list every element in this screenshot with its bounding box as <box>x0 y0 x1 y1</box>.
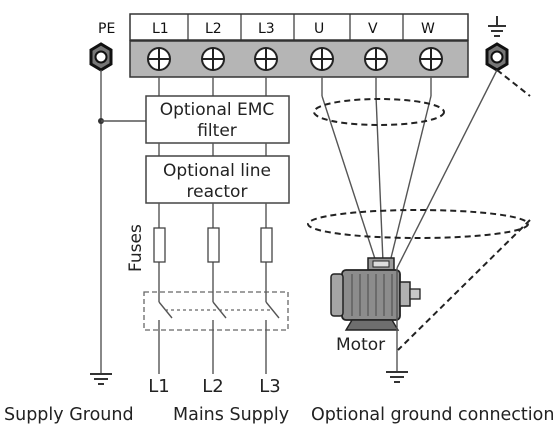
emc-filter-line-1: Optional EMC <box>160 100 275 120</box>
pe-conductor <box>98 70 146 374</box>
caption-supply-ground: Supply Ground <box>4 405 134 425</box>
supply-ground-symbol <box>90 373 112 385</box>
line-reactor-box: Optional line reactor <box>145 155 290 204</box>
caption-optional-ground: Optional ground connection <box>311 405 554 425</box>
screw-v-icon <box>364 47 388 71</box>
line-reactor-line-2: reactor <box>187 182 248 202</box>
motor-label: Motor <box>336 335 385 355</box>
emc-filter-box: Optional EMC filter <box>145 95 290 144</box>
ground-symbol-top <box>488 16 506 37</box>
terminal-label-l1: L1 <box>152 21 169 37</box>
supply-label-l1: L1 <box>148 376 169 397</box>
caption-mains-supply: Mains Supply <box>173 405 289 425</box>
terminal-label-l2: L2 <box>205 21 222 37</box>
motor-icon <box>330 257 421 331</box>
terminal-label-u: U <box>314 21 324 37</box>
screw-u-icon <box>310 47 334 71</box>
terminal-label-v: V <box>368 21 378 37</box>
motor-ground <box>386 219 531 383</box>
screw-l3-icon <box>254 47 278 71</box>
fuses-label: Fuses <box>126 224 146 272</box>
terminal-header: PE L1 L2 L3 U V W <box>98 13 469 41</box>
input-wires-low <box>158 203 267 292</box>
cable-shield-bottom <box>307 209 529 239</box>
screw-l2-icon <box>201 47 225 71</box>
fuses <box>153 227 273 263</box>
input-wires-top <box>158 77 267 96</box>
line-reactor-line-1: Optional line <box>163 161 271 181</box>
terminal-label-l3: L3 <box>258 21 275 37</box>
terminal-label-pe: PE <box>98 21 115 37</box>
motor-cable <box>321 69 531 269</box>
screw-w-icon <box>419 47 443 71</box>
fuse-l3-icon <box>260 227 273 263</box>
emc-filter-line-2: filter <box>197 121 237 141</box>
terminal-label-w: W <box>421 21 435 37</box>
supply-label-l2: L2 <box>202 376 223 397</box>
screw-l1-icon <box>147 47 171 71</box>
fuse-l2-icon <box>207 227 220 263</box>
fuse-l1-icon <box>153 227 166 263</box>
cable-shield-top <box>313 98 445 126</box>
supply-label-l3: L3 <box>259 376 280 397</box>
input-wires-mid <box>158 143 267 156</box>
ground-hex-nut-icon <box>485 42 509 72</box>
supply-lines <box>158 330 267 374</box>
pe-hex-nut-icon <box>89 42 113 72</box>
terminal-block <box>129 40 469 78</box>
disconnect-switch <box>143 291 289 331</box>
